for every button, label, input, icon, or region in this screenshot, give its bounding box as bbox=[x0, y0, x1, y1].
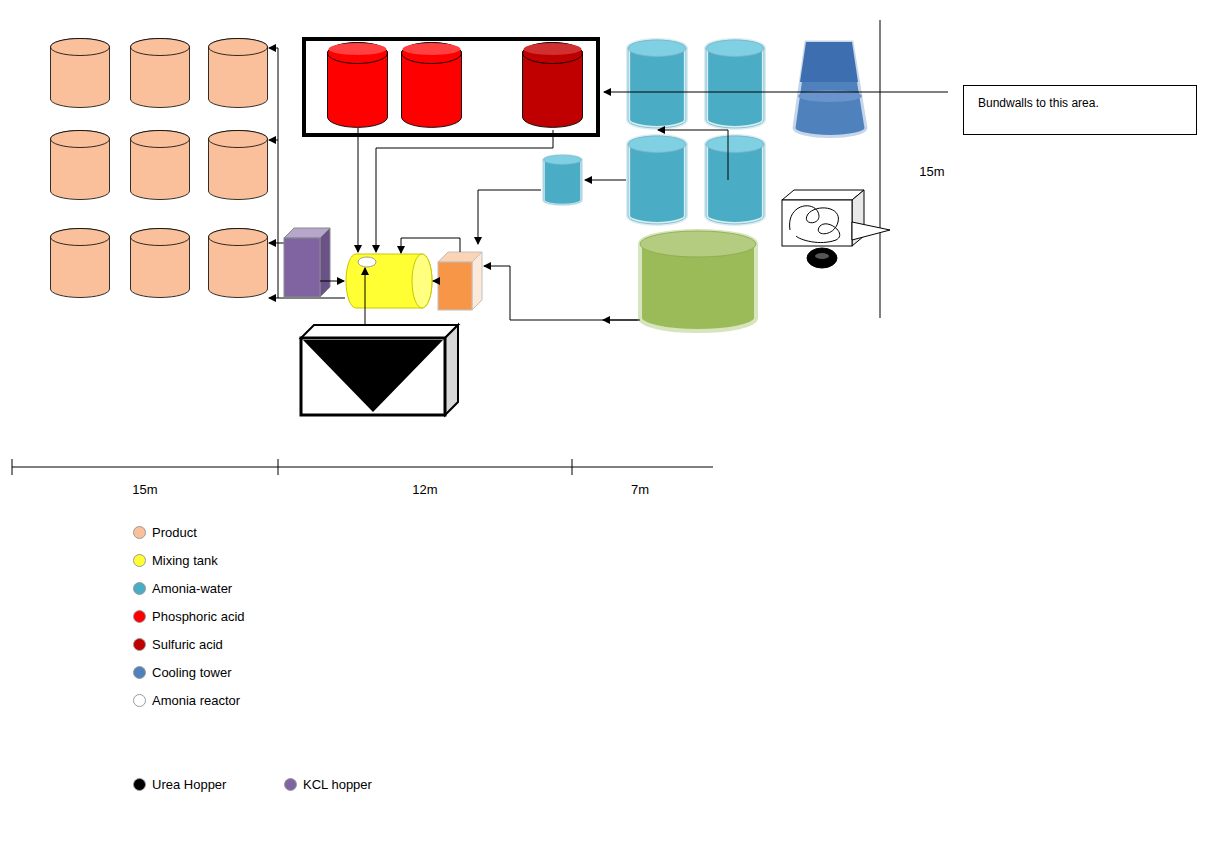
dimension-label: 7m bbox=[631, 482, 649, 498]
legend-text: Cooling tower bbox=[152, 665, 232, 681]
legend-text: Mixing tank bbox=[152, 553, 218, 569]
legend-swatch bbox=[133, 638, 146, 651]
urea-hopper bbox=[301, 325, 458, 415]
ammonia-reactor-feed-box bbox=[438, 252, 482, 310]
bund-wall bbox=[304, 39, 598, 135]
legend-swatch bbox=[133, 694, 146, 707]
mixing-tank bbox=[346, 254, 432, 308]
cooling-tower bbox=[794, 42, 866, 136]
legend-swatch bbox=[133, 582, 146, 595]
kcl-hopper bbox=[284, 228, 330, 297]
ammonia-reactor bbox=[782, 190, 890, 268]
dimension-label: 15m bbox=[132, 482, 157, 498]
legend-swatch bbox=[133, 526, 146, 539]
legend-text: Sulfuric acid bbox=[152, 637, 223, 653]
callout-text: Bundwalls to this area. bbox=[978, 95, 1182, 111]
legend-text: Amonia reactor bbox=[152, 693, 240, 709]
dimension-label: 15m bbox=[919, 164, 944, 180]
legend-swatch bbox=[133, 554, 146, 567]
ammonia-water-tanks bbox=[543, 40, 764, 224]
legend-text: Urea Hopper bbox=[152, 777, 226, 793]
legend-swatch bbox=[284, 778, 297, 791]
dimension-label: 12m bbox=[412, 482, 437, 498]
legend-swatch bbox=[133, 610, 146, 623]
product-tanks bbox=[51, 39, 268, 298]
leader-line bbox=[604, 92, 948, 93]
process-lines bbox=[320, 128, 728, 324]
legend-swatch bbox=[133, 666, 146, 679]
legend-swatch bbox=[133, 778, 146, 791]
storage-tank bbox=[640, 231, 756, 331]
legend-text: Amonia-water bbox=[152, 581, 232, 597]
callout-box: Bundwalls to this area. bbox=[963, 85, 1197, 135]
boundary-line bbox=[880, 20, 881, 318]
scale-bar bbox=[12, 459, 713, 475]
legend-text: Phosphoric acid bbox=[152, 609, 245, 625]
legend-text: Product bbox=[152, 525, 197, 541]
legend-text: KCL hopper bbox=[303, 777, 372, 793]
acid-tanks bbox=[328, 43, 583, 128]
